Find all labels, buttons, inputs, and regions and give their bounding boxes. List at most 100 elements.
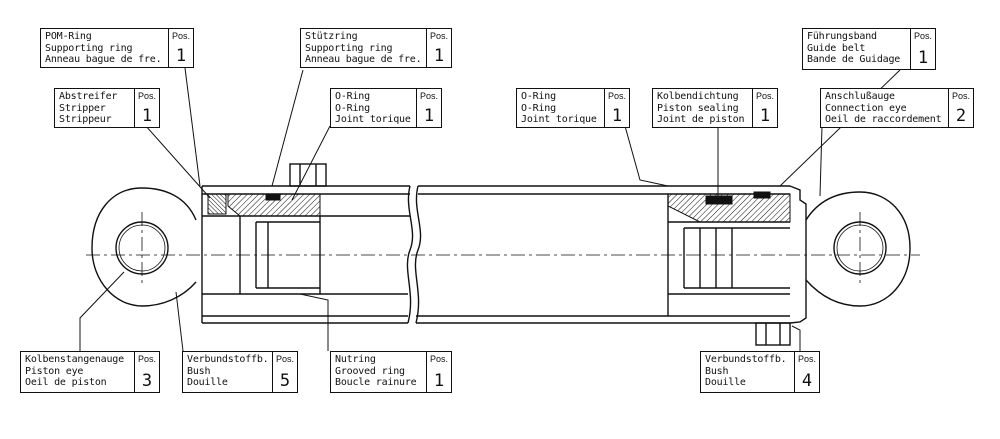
label-line: Verbundstoffb.	[705, 354, 787, 365]
label-kolbendichtung: Kolbendichtung Piston sealing Joint de p…	[652, 88, 778, 128]
center-axis	[86, 212, 920, 286]
label-line: Oeil de piston	[25, 377, 107, 388]
label-pom-ring-text: POM-Ring Supporting ring Anneau bague de…	[41, 29, 168, 67]
label-line: Joint de piston	[657, 114, 745, 125]
label-line: Piston sealing	[657, 102, 739, 114]
label-verbundstoff-left-text: Verbundstoffb. Bush Douille	[183, 352, 272, 392]
label-line: Grooved ring	[335, 365, 405, 377]
label-o-ring-left-pos: Pos. 1	[416, 89, 441, 127]
label-line: Joint torique	[521, 114, 597, 125]
label-line: O-Ring	[335, 91, 370, 102]
label-verbundstoff-right-pos: Pos. 4	[794, 352, 819, 392]
hatched-sections	[207, 191, 791, 223]
label-pom-ring-pos: Pos. 1	[168, 29, 193, 67]
label-line: Connection eye	[825, 102, 907, 114]
label-verbundstoff-left: Verbundstoffb. Bush Douille Pos. 5	[182, 351, 298, 393]
label-fuehrungsband: Führungsband Guide belt Bande de Guidage…	[802, 28, 936, 70]
cylinder-body	[91, 163, 911, 346]
pos-word: Pos.	[608, 91, 627, 101]
pos-word: Pos.	[798, 354, 817, 364]
label-abstreifer-text: Abstreifer Stripper Strippeur	[55, 89, 134, 127]
label-line: Joint torique	[335, 114, 411, 125]
label-line: Supporting ring	[305, 42, 393, 54]
label-o-ring-right-pos: Pos. 1	[604, 89, 629, 127]
label-line: Douille	[705, 377, 746, 388]
label-line: Piston eye	[25, 365, 84, 377]
label-kolbendichtung-pos: Pos. 1	[752, 89, 777, 127]
label-line: O-Ring	[335, 102, 370, 114]
pos-number: 5	[279, 371, 291, 391]
label-verbundstoff-right: Verbundstoffb. Bush Douille Pos. 4	[700, 351, 820, 393]
label-line: Anneau bague de fre.	[305, 54, 422, 65]
pos-number: 1	[141, 106, 153, 126]
label-kolbenstangenauge: Kolbenstangenauge Piston eye Oeil de pis…	[20, 351, 160, 393]
pos-word: Pos.	[756, 91, 775, 101]
label-abstreifer: Abstreifer Stripper Strippeur Pos. 1	[54, 88, 160, 128]
pos-word: Pos.	[430, 31, 449, 41]
label-nutring-text: Nutring Grooved ring Boucle rainure	[331, 352, 426, 392]
label-line: Guide belt	[807, 42, 866, 54]
pos-word: Pos.	[172, 31, 191, 41]
label-line: Stützring	[305, 31, 358, 42]
label-line: Kolbendichtung	[657, 91, 739, 102]
label-anschlussauge-text: Anschlußauge Connection eye Oeil de racc…	[821, 89, 948, 127]
pos-word: Pos.	[420, 91, 439, 101]
label-anschlussauge-pos: Pos. 2	[948, 89, 973, 127]
label-o-ring-left-text: O-Ring O-Ring Joint torique	[331, 89, 416, 127]
pos-word: Pos.	[276, 354, 295, 364]
label-line: Verbundstoffb.	[187, 354, 269, 365]
label-verbundstoff-left-pos: Pos. 5	[272, 352, 297, 392]
label-fuehrungsband-pos: Pos. 1	[910, 29, 935, 69]
label-kolbenstangenauge-text: Kolbenstangenauge Piston eye Oeil de pis…	[21, 352, 134, 392]
label-line: O-Ring	[521, 91, 556, 102]
label-pom-ring: POM-Ring Supporting ring Anneau bague de…	[40, 28, 194, 68]
pos-word: Pos.	[430, 354, 449, 364]
label-nutring-pos: Pos. 1	[426, 352, 451, 392]
label-line: Boucle rainure	[335, 377, 417, 388]
label-line: POM-Ring	[45, 31, 92, 42]
pos-number: 1	[423, 106, 435, 126]
label-verbundstoff-right-text: Verbundstoffb. Bush Douille	[701, 352, 794, 392]
label-line: Douille	[187, 377, 228, 388]
pos-number: 1	[175, 46, 187, 66]
label-line: Anschlußauge	[825, 91, 895, 102]
label-line: Abstreifer	[59, 91, 118, 102]
label-line: Anneau bague de fre.	[45, 54, 162, 65]
label-line: Bush	[705, 365, 729, 377]
pos-number: 1	[433, 371, 445, 391]
label-kolbenstangenauge-pos: Pos. 3	[134, 352, 159, 392]
pos-number: 1	[611, 106, 623, 126]
label-line: Bande de Guidage	[807, 54, 901, 65]
pos-number: 2	[955, 106, 967, 126]
label-fuehrungsband-text: Führungsband Guide belt Bande de Guidage	[803, 29, 910, 69]
pos-word: Pos.	[952, 91, 971, 101]
pos-number: 3	[141, 371, 153, 391]
label-line: Stripper	[59, 102, 106, 114]
label-stuetzring-text: Stützring Supporting ring Anneau bague d…	[301, 29, 426, 67]
label-line: Supporting ring	[45, 42, 133, 54]
pos-number: 1	[759, 106, 771, 126]
label-line: Oeil de raccordement	[825, 114, 942, 125]
label-line: Führungsband	[807, 31, 877, 42]
label-stuetzring: Stützring Supporting ring Anneau bague d…	[300, 28, 452, 68]
label-line: O-Ring	[521, 102, 556, 114]
label-o-ring-right: O-Ring O-Ring Joint torique Pos. 1	[516, 88, 630, 128]
label-abstreifer-pos: Pos. 1	[134, 89, 159, 127]
label-line: Nutring	[335, 354, 376, 365]
label-o-ring-right-text: O-Ring O-Ring Joint torique	[517, 89, 604, 127]
pos-word: Pos.	[914, 31, 933, 41]
pos-number: 4	[801, 371, 813, 391]
pos-word: Pos.	[138, 91, 157, 101]
label-stuetzring-pos: Pos. 1	[426, 29, 451, 67]
label-anschlussauge: Anschlußauge Connection eye Oeil de racc…	[820, 88, 974, 128]
label-kolbendichtung-text: Kolbendichtung Piston sealing Joint de p…	[653, 89, 752, 127]
pos-number: 1	[433, 46, 445, 66]
label-o-ring-left: O-Ring O-Ring Joint torique Pos. 1	[330, 88, 442, 128]
label-line: Kolbenstangenauge	[25, 354, 124, 365]
pos-word: Pos.	[138, 354, 157, 364]
label-line: Strippeur	[59, 114, 112, 125]
label-nutring: Nutring Grooved ring Boucle rainure Pos.…	[330, 351, 452, 393]
label-line: Bush	[187, 365, 211, 377]
pos-number: 1	[917, 48, 929, 68]
